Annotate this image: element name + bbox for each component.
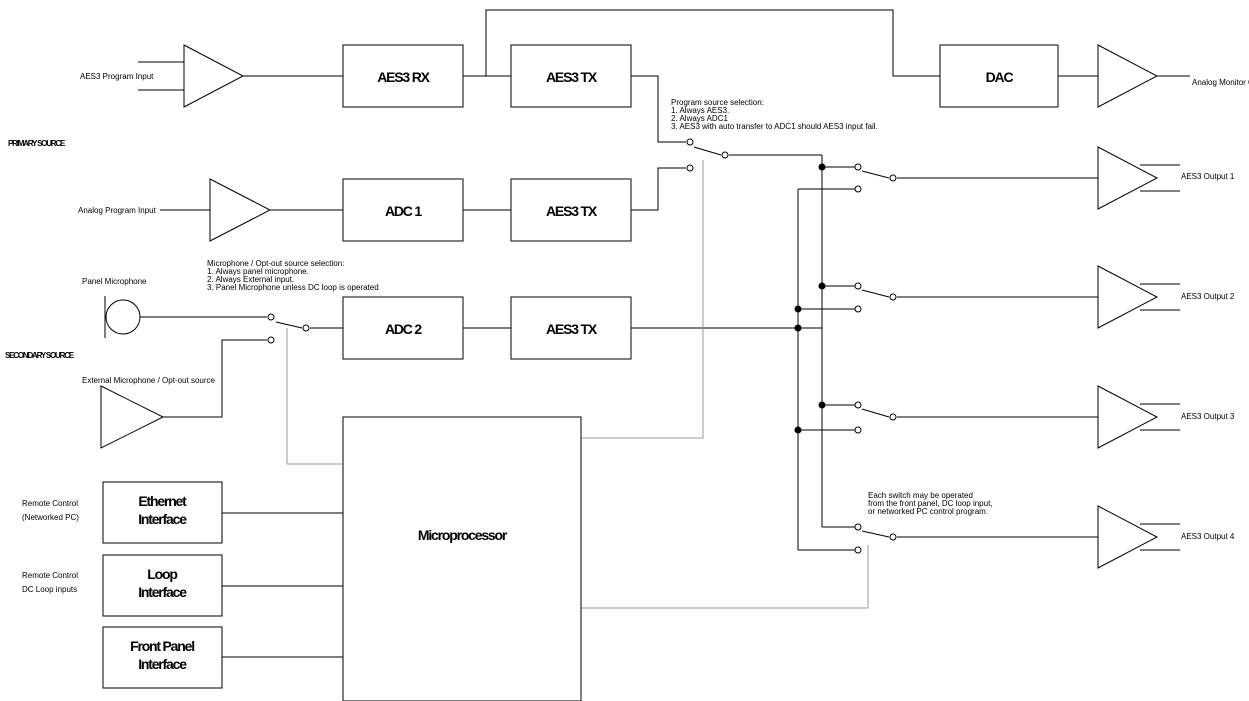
aes3-tx-bottom-block: AES3 TX [510, 296, 632, 360]
front-panel-interface-block: Front Panel Interface [102, 626, 223, 689]
adc2-label: ADC 2 [385, 321, 422, 337]
loop-interface-block: Loop Interface [102, 554, 223, 617]
mic-note-line: 3. Panel Microphone unless DC loop is op… [207, 283, 379, 292]
analog-monitor-output-label: Analog Monitor Output [1192, 78, 1249, 87]
remote-loop-label-line1: Remote Control [22, 571, 78, 580]
microprocessor-block: Microprocessor [342, 416, 582, 701]
aes3-input-amplifier [183, 44, 245, 108]
dac-block: DAC [939, 44, 1059, 108]
switch-note-line: from the front panel, DC loop input, [868, 499, 993, 508]
adc1-block: ADC 1 [342, 178, 464, 242]
junction-dots [794, 163, 826, 434]
ethernet-interface-block: Ethernet Interface [102, 481, 223, 544]
adc1-label: ADC 1 [385, 203, 422, 219]
aes3-rx-block: AES3 RX [342, 44, 464, 108]
aes3-tx-mid-label: AES3 TX [546, 203, 598, 219]
signal-wires [104, 9, 1190, 658]
output-2-label: AES3 Output 2 [1181, 292, 1235, 301]
front-panel-label-line2: Interface [138, 656, 187, 672]
aes3-tx-top-block: AES3 TX [510, 44, 632, 108]
program-note-line: Program source selection: [671, 98, 764, 107]
analog-input-amplifier [209, 178, 272, 242]
ethernet-label-line2: Interface [138, 511, 187, 527]
external-source-label: External Microphone / Opt-out source [82, 376, 216, 385]
remote-loop-label-line2: DC Loop inputs [22, 585, 77, 594]
primary-source-label: PRIMARY SOURCE [8, 139, 66, 148]
microphone-icon [105, 299, 141, 335]
aes3-rx-label: AES3 RX [377, 69, 430, 85]
analog-program-input-label: Analog Program Input [78, 206, 157, 215]
panel-microphone-label: Panel Microphone [82, 277, 147, 286]
output-3-label: AES3 Output 3 [1181, 412, 1235, 421]
aes3-tx-top-label: AES3 TX [546, 69, 598, 85]
output-3-amplifier [1097, 385, 1159, 449]
ethernet-label-line1: Ethernet [138, 493, 187, 509]
control-wires [286, 160, 869, 609]
external-source-amplifier [100, 385, 165, 449]
loop-label-line2: Interface [138, 584, 187, 600]
adc2-block: ADC 2 [342, 296, 464, 360]
switch-note-line: or networked PC control program. [868, 507, 988, 516]
microprocessor-label: Microprocessor [418, 527, 508, 543]
program-source-note: Program source selection: 1. Always AES3… [671, 98, 878, 131]
dac-label: DAC [986, 69, 1014, 85]
switch-contacts [267, 138, 897, 554]
output-2-amplifier [1097, 265, 1159, 329]
switch-operation-note: Each switch may be operated from the fro… [868, 491, 993, 516]
mic-note-line: Microphone / Opt-out source selection: [207, 259, 344, 268]
program-note-line: 3. AES3 with auto transfer to ADC1 shoul… [671, 122, 878, 131]
aes3-program-input-label: AES3 Program Input [80, 72, 154, 81]
mic-note-line: 1. Always panel microphone. [207, 267, 309, 276]
loop-label-line1: Loop [147, 566, 177, 582]
program-note-line: 1. Always AES3. [671, 106, 729, 115]
output-4-amplifier [1097, 505, 1159, 569]
program-note-line: 2. Always ADC1 [671, 114, 728, 123]
output-1-label: AES3 Output 1 [1181, 172, 1235, 181]
mic-note-line: 2. Always External input. [207, 275, 294, 284]
remote-networked-label-line1: Remote Control [22, 499, 78, 508]
secondary-source-label: SECONDARY SOURCE [5, 351, 75, 360]
aes3-tx-mid-block: AES3 TX [510, 178, 632, 242]
output-4-label: AES3 Output 4 [1181, 532, 1235, 541]
monitor-output-amplifier [1097, 44, 1159, 108]
switch-note-line: Each switch may be operated [868, 491, 973, 500]
front-panel-label-line1: Front Panel [130, 638, 194, 654]
mic-source-note: Microphone / Opt-out source selection: 1… [207, 259, 379, 292]
aes3-tx-bottom-label: AES3 TX [546, 321, 598, 337]
remote-networked-label-line2: (Networked PC) [22, 513, 79, 522]
output-1-amplifier [1097, 146, 1159, 210]
